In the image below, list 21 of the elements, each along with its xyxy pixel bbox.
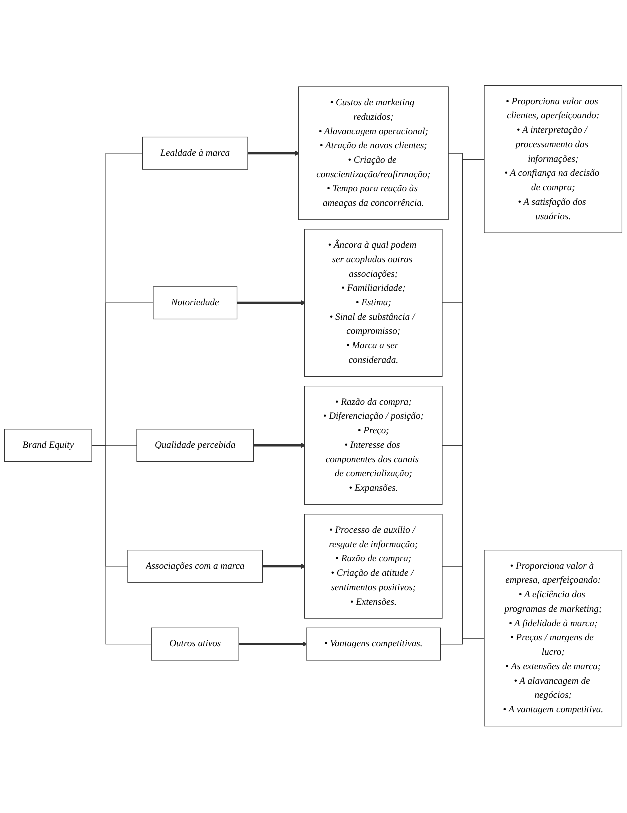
node-box: • Custos de marketing reduzidos; • Alavancagem operacional; • Atração de novos clientes; • Criação de conscientização/reafirmação; • Tempo para reação às ameaças da concorrência.: [298, 87, 449, 221]
arrow: [254, 443, 306, 449]
node-box: Qualidade percebida: [136, 430, 254, 462]
node-box: Brand Equity: [4, 430, 92, 462]
node-box: • Processo de auxílio / resgate de informação; • Razão de compra; • Criação de atitude / sentimentos positivos; • Extensões.: [304, 514, 443, 620]
node-box: • Proporciona valor aos clientes, aperfeiçoando: • A interpretação / processamento das informações; • A confiança na decisão de compra; • A satisfação dos usuários.: [484, 86, 622, 234]
arrow: [237, 300, 306, 306]
arrow: [262, 564, 306, 570]
node-box: Notoriedade: [153, 287, 238, 320]
node-box: • Razão da compra; • Diferenciação / posição; • Preço; • Interesse dos componentes dos canais de comercialização; • Expansões.: [304, 386, 443, 506]
node-box: • Âncora à qual podem ser acopladas outras associações; • Familiaridade; • Estima; • Sinal de substância / compromisso; • Marca a ser considerada.: [304, 230, 443, 378]
node-box: Outros ativos: [151, 628, 240, 662]
node-box: Lealdade à marca: [142, 137, 248, 170]
node-box: Associações com a marca: [128, 550, 264, 584]
connector: [440, 160, 485, 646]
node-box: • Vantagens competitivas.: [306, 628, 442, 662]
arrow: [248, 151, 300, 156]
arrow: [239, 642, 308, 648]
connector: [440, 638, 485, 646]
connector: [92, 446, 152, 646]
node-box: • Proporciona valor à empresa, aperfeiçoando: • A eficiência dos programas de marketing; • A fidelidade à marca; • Preços / margens de lucro; • As extensões de marca; • A alavancagem de negócios; • A vantagem competitiva.: [484, 550, 622, 728]
